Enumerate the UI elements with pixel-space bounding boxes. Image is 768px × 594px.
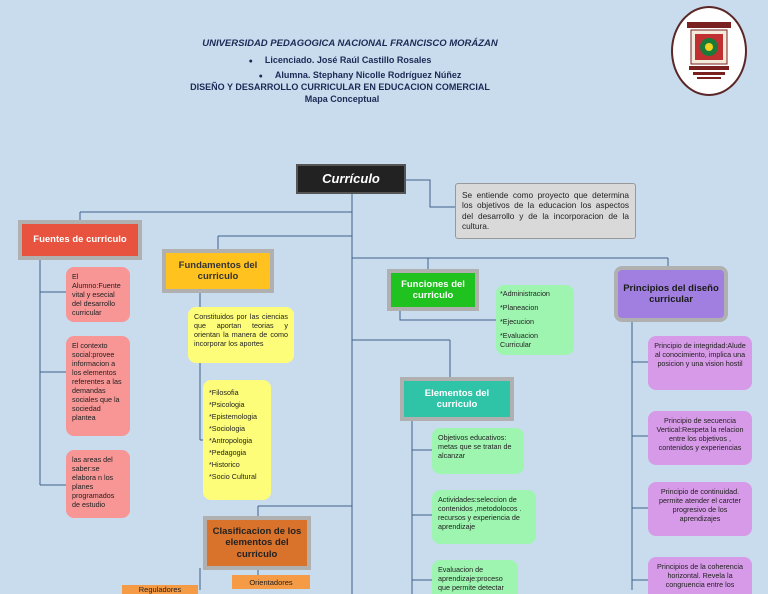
fundamentos-list-item: *Sociologia — [209, 424, 245, 433]
map-subtitle: Mapa Conceptual — [304, 94, 380, 104]
university-title: UNIVERSIDAD PEDAGOGICA NACIONAL FRANCISC… — [202, 38, 498, 49]
fuentes-item-alumno: El Alumno:Fuente vital y esecial del des… — [66, 267, 130, 322]
clasificacion-orientadores: Orientadores — [232, 575, 310, 589]
principios-item-continuidad: Principio de continuidad. permite atende… — [648, 482, 752, 536]
principios-node: Principios del diseño curricular — [618, 270, 724, 318]
university-crest-icon — [671, 6, 747, 96]
fundamentos-description: Constituidos por las ciencias que aporta… — [188, 307, 294, 363]
funciones-list-item: *Evaluacion Curricular — [500, 331, 538, 349]
fundamentos-list-item: *Socio Cultural — [209, 472, 257, 481]
student-name: Alumna. Stephany Nicolle Rodríguez Núñez — [10, 70, 710, 80]
principios-item-coherencia: Principios de la coherencia horizontal. … — [648, 557, 752, 594]
fundamentos-list-item: *Antropologia — [209, 436, 253, 445]
elementos-item-actividades: Actividades:seleccion de contenidos ,met… — [432, 490, 536, 544]
funciones-list-item: *Administracion — [500, 289, 550, 298]
elementos-item-evaluacion: Evaluacion de aprendizaje:proceso que pe… — [432, 560, 518, 594]
course-title: DISEÑO Y DESARROLLO CURRICULAR EN EDUCAC… — [190, 82, 490, 92]
fundamentos-list-item: *Epistemologia — [209, 412, 257, 421]
principios-item-integridad: Principio de integridad:Alude al conocim… — [648, 336, 752, 390]
funciones-list-item: *Ejecucion — [500, 317, 534, 326]
fuentes-node: Fuentes de curriculo — [22, 224, 138, 256]
fundamentos-list-item: *Pedagogia — [209, 448, 247, 457]
elementos-node: Elementos del curriculo — [404, 381, 510, 417]
fuentes-item-saber: las areas del saber:se elabora n los pla… — [66, 450, 130, 518]
fuentes-item-contexto: El contexto social:provee informacion a … — [66, 336, 130, 436]
funciones-node: Funciones del curriculo — [391, 273, 475, 307]
root-node-curriculo: Currículo — [298, 166, 404, 192]
fundamentos-node: Fundamentos del curriculo — [166, 253, 270, 289]
clasificacion-reguladores: Reguladores — [122, 585, 198, 594]
funciones-list-item: *Planeacion — [500, 303, 539, 312]
principios-item-secuencia: Principio de secuencia Vertical:Respeta … — [648, 411, 752, 465]
fundamentos-list-item: *Filosofia — [209, 388, 239, 397]
fundamentos-list-item: *Psicologia — [209, 400, 245, 409]
teacher-name: Licenciado. José Raúl Castillo Rosales — [0, 55, 690, 65]
fundamentos-list: *Filosofia *Psicologia *Epistemologia *S… — [203, 380, 271, 500]
elementos-item-objetivos: Objetivos educativos: metas que se trata… — [432, 428, 524, 474]
fundamentos-list-item: *Historico — [209, 460, 240, 469]
definition-box: Se entiende como proyecto que determina … — [455, 183, 636, 239]
funciones-list: *Administracion *Planeacion *Ejecucion *… — [496, 285, 574, 355]
clasificacion-node: Clasificacion de los elementos del curri… — [207, 520, 307, 566]
